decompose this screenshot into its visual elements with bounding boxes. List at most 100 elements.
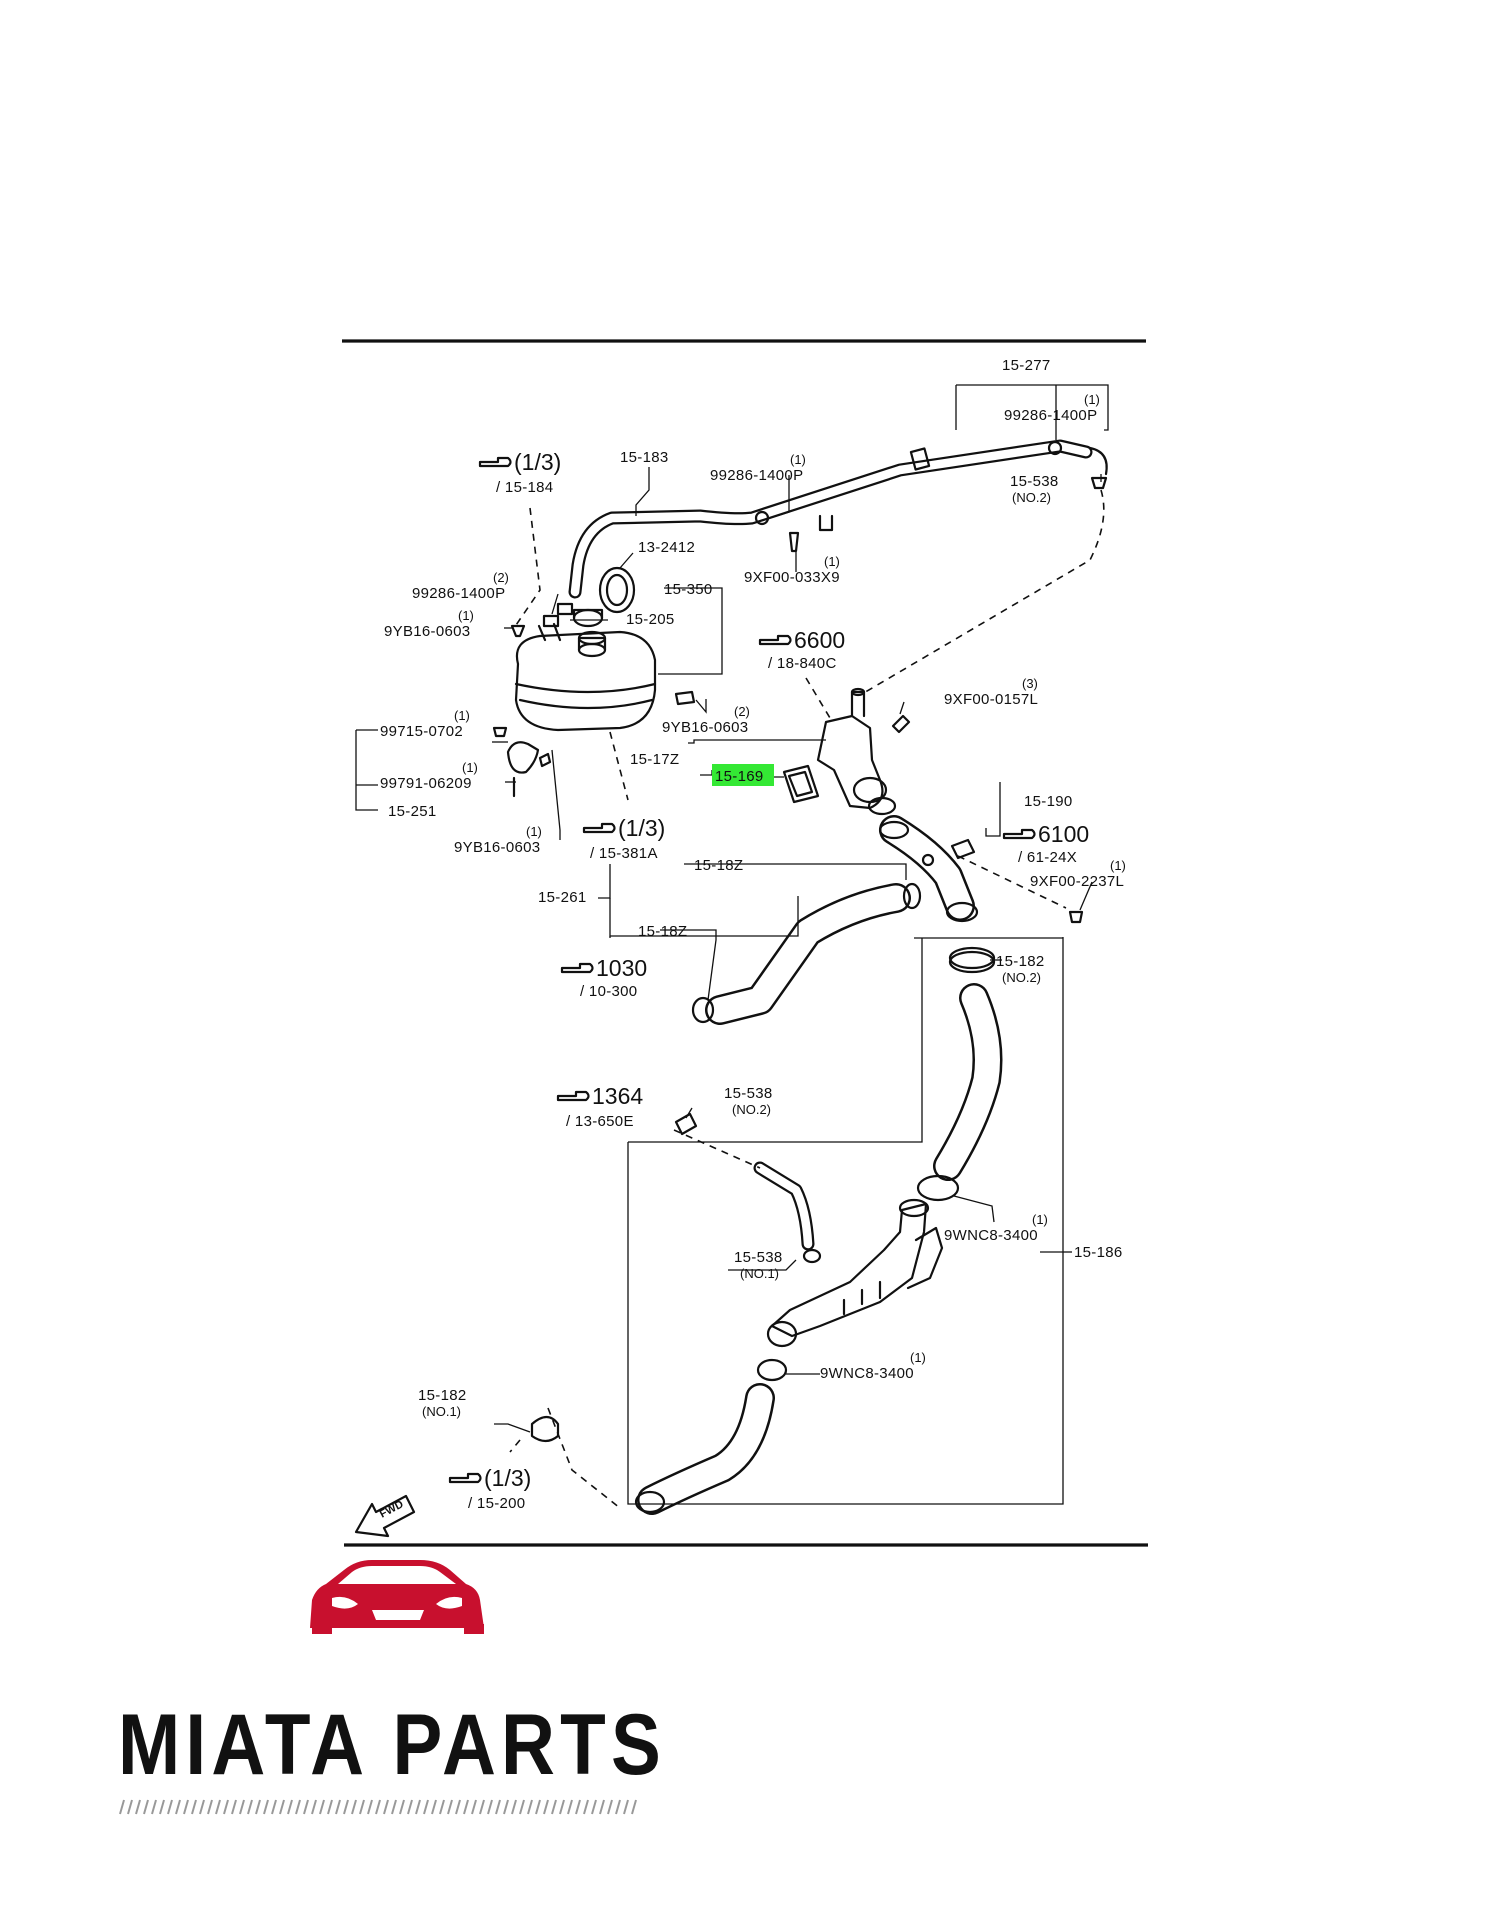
pointing-hand-icon	[582, 822, 616, 834]
label-99286-1400p-c-qty: (2)	[493, 570, 509, 585]
hose-clamp-9wnc8-3400-a	[916, 1174, 960, 1202]
fitting-15-538-b	[674, 1112, 698, 1136]
fitting-15-538-c	[802, 1248, 822, 1264]
label-99715-0702-qty: (1)	[454, 708, 470, 723]
bracket-15-251	[492, 726, 552, 798]
label-15-182-a: 15-182	[996, 953, 1045, 970]
water-pipe-15-186	[766, 1198, 944, 1348]
label-15-182-b-sub: (NO.1)	[422, 1404, 461, 1419]
thermostat-housing-15-17z	[816, 687, 888, 810]
pointing-hand-icon	[758, 634, 792, 646]
pointing-hand-icon	[1002, 828, 1036, 840]
label-15-182-a-sub: (NO.2)	[1002, 970, 1041, 985]
bypass-tube	[753, 1161, 815, 1251]
label-15-251: 15-251	[388, 803, 437, 820]
coolant-reservoir-15-350	[514, 622, 657, 732]
label-15-190: 15-190	[1024, 793, 1073, 810]
label-9wnc8-3400-b: 9WNC8-3400	[820, 1365, 914, 1382]
water-hose-15-261	[705, 883, 911, 1025]
ref-callout-18-840c: 6600 / 18-840C	[758, 627, 845, 672]
label-9yb16-0603-c: 9YB16-0603	[454, 839, 540, 856]
pointing-hand-icon	[448, 1472, 482, 1484]
ref-3-bottom: / 15-381A	[590, 845, 658, 862]
hose-clamp-15-18z-a	[902, 882, 922, 910]
fitting-15-538-a	[1090, 476, 1108, 490]
label-15-538-b: 15-538	[724, 1085, 773, 1102]
ref-7-bottom: / 15-200	[468, 1495, 525, 1512]
clamp-13-2412	[598, 566, 636, 614]
label-9yb16-0603-b-qty: (2)	[734, 704, 750, 719]
bolt-9xf00-033x9	[788, 531, 800, 553]
leader-lines	[355, 384, 1109, 1505]
ref-callout-13-650e: 1364 / 13-650E	[556, 1083, 643, 1130]
overflow-tube-15-183	[568, 439, 1108, 599]
hose-clamp-15-18z-b	[691, 996, 715, 1024]
radiator-hose-upper	[933, 983, 1003, 1181]
label-15-538-c-sub: (NO.1)	[740, 1266, 779, 1281]
ref-6-bottom: / 13-650E	[566, 1113, 634, 1130]
label-99791-06209-qty: (1)	[462, 760, 478, 775]
ref-1-top: (1/3)	[514, 449, 561, 475]
ref-2-bottom: / 18-840C	[768, 655, 837, 672]
label-9yb16-0603-c-qty: (1)	[526, 824, 542, 839]
label-9yb16-0603-a: 9YB16-0603	[384, 623, 470, 640]
ref-3-top: (1/3)	[618, 815, 665, 841]
label-99791-06209: 99791-06209	[380, 775, 472, 792]
label-15-183: 15-183	[620, 449, 669, 466]
label-9wnc8-3400-b-qty: (1)	[910, 1350, 926, 1365]
label-9yb16-0603-a-qty: (1)	[458, 608, 474, 623]
hose-clamp-99286-b	[754, 510, 770, 526]
label-15-350: 15-350	[664, 581, 713, 598]
gasket-15-169	[782, 764, 820, 804]
label-15-186: 15-186	[1074, 1244, 1123, 1261]
bolt-9xf00-0157l	[891, 714, 911, 734]
fwd-label: FWD	[378, 1498, 406, 1520]
label-9xf00-033x9-qty: (1)	[824, 554, 840, 569]
radiator-hose-lower	[634, 1383, 775, 1515]
label-9wnc8-3400-a-qty: (1)	[1032, 1212, 1048, 1227]
part-labels: 15-277 (1) 99286-1400P 15-538 (NO.2) 15-…	[380, 357, 1126, 1419]
label-9yb16-0603-b: 9YB16-0603	[662, 719, 748, 736]
label-99286-1400p-c: 99286-1400P	[412, 585, 505, 602]
label-15-18z-a: 15-18Z	[694, 857, 743, 874]
ref-callout-61-24x: 6100 / 61-24X	[1002, 821, 1089, 866]
car-front-icon	[310, 1560, 484, 1634]
hose-clamp-99286-c	[542, 602, 574, 628]
brand-name: MIATA PARTS	[118, 1697, 666, 1793]
label-99286-1400p-b-qty: (1)	[790, 452, 806, 467]
hose-clamp-9wnc8-3400-b	[756, 1358, 788, 1382]
label-9xf00-033x9: 9XF00-033X9	[744, 569, 840, 586]
label-9xf00-0157l: 9XF00-0157L	[944, 691, 1038, 708]
miata-parts-logo: MIATA PARTS	[118, 1560, 666, 1815]
label-15-538-a-sub: (NO.2)	[1012, 490, 1051, 505]
ref-1-bottom: / 15-184	[496, 479, 553, 496]
pointing-hand-icon	[560, 962, 594, 974]
label-9xf00-0157l-qty: (3)	[1022, 676, 1038, 691]
label-15-205: 15-205	[626, 611, 675, 628]
label-15-261: 15-261	[538, 889, 587, 906]
ref-callout-15-200: (1/3) / 15-200	[448, 1465, 531, 1512]
label-15-169: 15-169	[715, 768, 764, 785]
reservoir-cap-15-205	[572, 608, 604, 628]
label-15-18z-b: 15-18Z	[638, 923, 687, 940]
ref-4-bottom: / 61-24X	[1018, 849, 1077, 866]
ref-5-bottom: / 10-300	[580, 983, 637, 1000]
ref-callout-15-184: (1/3) / 15-184	[478, 449, 561, 496]
bolt-9xf00-2237l	[1068, 910, 1084, 924]
label-99286-1400p-b: 99286-1400P	[710, 467, 803, 484]
label-9xf00-2237l-qty: (1)	[1110, 858, 1126, 873]
bolt-9yb16-0603-b	[674, 690, 696, 706]
highlight-15-169	[712, 764, 774, 786]
label-99286-1400p-a-qty: (1)	[1084, 392, 1100, 407]
label-15-538-b-sub: (NO.2)	[732, 1102, 771, 1117]
water-outlet-15-190	[867, 796, 979, 923]
ref-2-top: 6600	[794, 627, 845, 653]
hose-clamp-15-182-a	[948, 946, 996, 974]
forward-direction-arrow: FWD	[354, 1494, 416, 1538]
label-15-538-a: 15-538	[1010, 473, 1059, 490]
brand-underline-texture	[119, 1799, 637, 1815]
label-15-17z: 15-17Z	[630, 751, 679, 768]
ref-6-top: 1364	[592, 1083, 643, 1109]
